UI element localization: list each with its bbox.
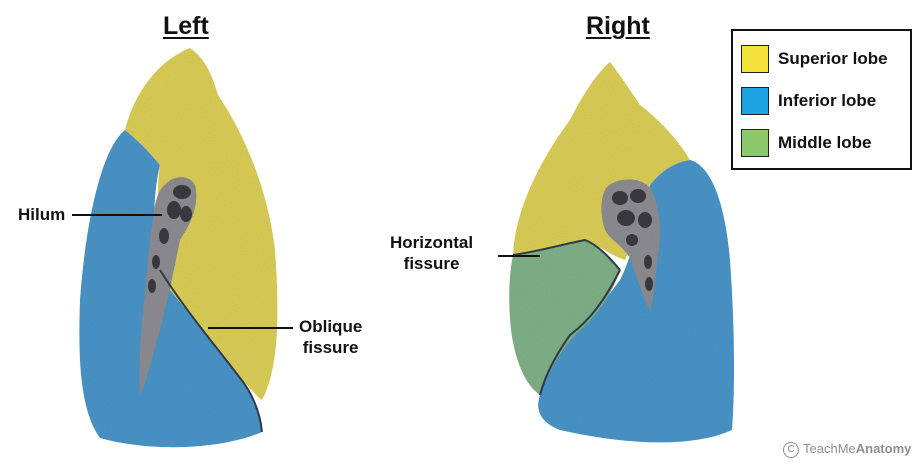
legend-label-superior: Superior lobe [778, 49, 888, 69]
middle-lobe-swatch [741, 129, 769, 157]
watermark: C TeachMeAnatomy [783, 441, 911, 458]
legend-item-inferior: Inferior lobe [741, 86, 876, 116]
credit-prefix: TeachMe [803, 441, 856, 456]
legend-label-inferior: Inferior lobe [778, 91, 876, 111]
left-lung-title: Left [163, 12, 209, 41]
horizontal-label-line1: Horizontal [390, 232, 473, 253]
copyright-icon: C [783, 442, 799, 458]
oblique-label-line2: fissure [299, 337, 362, 358]
oblique-fissure-label: Oblique fissure [299, 316, 362, 358]
legend-label-middle: Middle lobe [778, 133, 872, 153]
horizontal-fissure-label: Horizontal fissure [390, 232, 473, 274]
legend-item-superior: Superior lobe [741, 44, 888, 74]
legend-item-middle: Middle lobe [741, 128, 872, 158]
oblique-label-line1: Oblique [299, 316, 362, 337]
hilum-label: Hilum [18, 204, 65, 225]
right-lung-title: Right [586, 12, 650, 41]
legend: Superior lobe Inferior lobe Middle lobe [731, 29, 912, 170]
credit-brand: Anatomy [856, 441, 912, 456]
superior-lobe-swatch [741, 45, 769, 73]
inferior-lobe-swatch [741, 87, 769, 115]
horizontal-label-line2: fissure [390, 253, 473, 274]
